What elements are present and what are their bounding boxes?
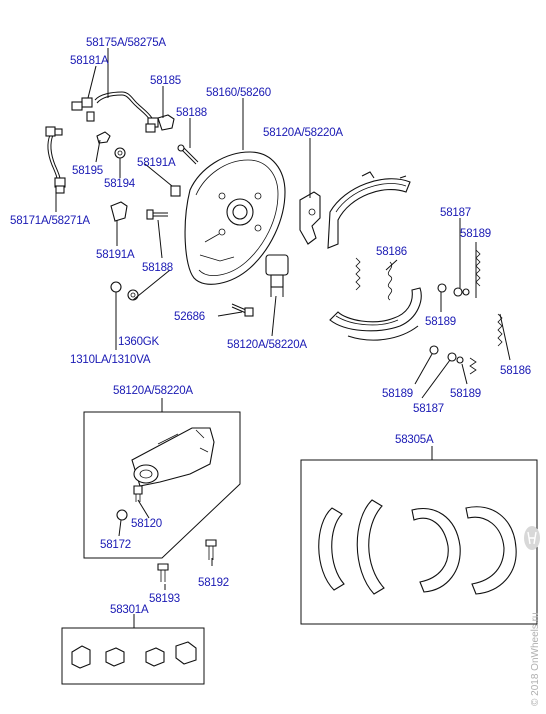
label-58175A: 58175A/58275A	[86, 37, 166, 49]
label-58187-bottom: 58187	[413, 403, 444, 415]
wheel-cylinder-detail	[83, 411, 241, 559]
label-58194: 58194	[104, 178, 136, 190]
label-1310LA: 1310LA/1310VA	[70, 354, 151, 366]
parking-brake-lever	[299, 191, 321, 245]
label-58188-mid: 58188	[142, 262, 173, 274]
label-58189-bottom-1: 58189	[382, 388, 413, 400]
label-58120A-box: 58120A/58220A	[113, 385, 193, 397]
label-58186-top: 58186	[376, 246, 407, 258]
label-58189-right-1: 58189	[460, 228, 491, 240]
label-58189-bottom-2: 58189	[450, 388, 481, 400]
backing-plate	[184, 151, 289, 317]
label-58189-right-2: 58189	[425, 316, 456, 328]
label-58191A-top: 58191A	[137, 157, 176, 169]
label-58120: 58120	[131, 518, 162, 530]
label-58120A-mid: 58120A/58220A	[227, 339, 307, 351]
label-58120A-top: 58120A/58220A	[263, 127, 343, 139]
label-58192: 58192	[198, 577, 229, 589]
watermark: © 2018 OnWheels.ru	[530, 612, 541, 706]
part-labels: 58175A/58275A 58181A 58185 58160/58260 5…	[10, 37, 531, 616]
label-58187-right: 58187	[440, 207, 471, 219]
label-58195: 58195	[72, 165, 103, 177]
label-1360GK: 1360GK	[118, 336, 160, 348]
seal-kit-box	[61, 627, 205, 685]
return-springs	[355, 249, 503, 375]
label-58185: 58185	[150, 75, 181, 87]
label-58160: 58160/58260	[206, 87, 271, 99]
hold-down-pins	[429, 283, 470, 364]
brake-shoe-upper	[327, 171, 411, 249]
brake-shoe-lower	[329, 287, 422, 341]
label-58171A: 58171A/58271A	[10, 215, 90, 227]
label-58191A-mid: 58191A	[96, 249, 135, 261]
brake-hose-assembly	[45, 91, 199, 301]
label-58301A: 58301A	[110, 604, 149, 616]
label-52686: 52686	[174, 311, 205, 323]
bleeder-bolts	[157, 539, 217, 582]
label-58305A: 58305A	[395, 434, 434, 446]
label-58181A: 58181A	[70, 55, 109, 67]
label-58172: 58172	[100, 539, 131, 551]
label-58186-right: 58186	[500, 365, 531, 377]
hyundai-logo-icon	[524, 526, 540, 550]
shoe-set-box	[300, 459, 538, 625]
label-58193: 58193	[149, 593, 180, 605]
leader-lines	[55, 48, 511, 628]
label-58188-top: 58188	[176, 107, 207, 119]
